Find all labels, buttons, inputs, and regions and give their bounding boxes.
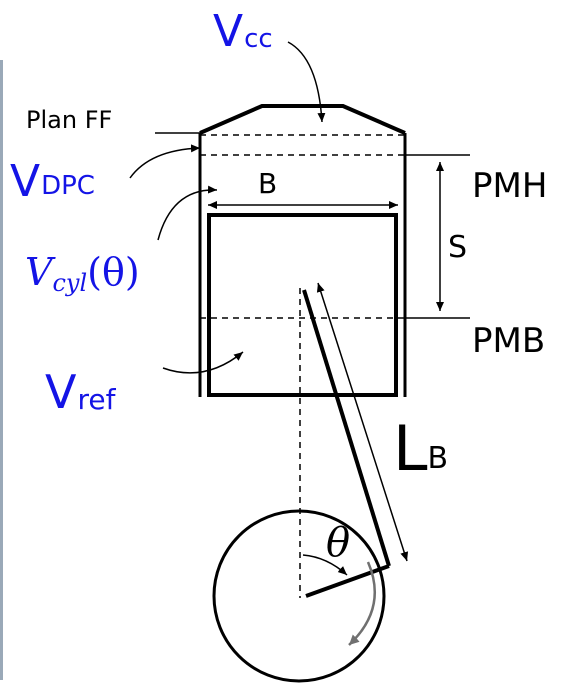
vdpc-label: VDPC (10, 156, 95, 207)
vref-leader-curve (162, 351, 244, 374)
rod-length-label: LB (393, 412, 448, 485)
vcc-leader-curve (287, 41, 326, 123)
rod-length-arrow (316, 282, 409, 562)
vref-label: Vref (45, 365, 117, 419)
piston (207, 213, 398, 397)
vdpc-leader-curve (129, 144, 201, 179)
theta-angle-arc (302, 554, 348, 576)
vcyl-leader-curve (157, 185, 218, 241)
crank-arm (305, 564, 390, 598)
left-edge-strip (0, 60, 3, 680)
vcc-label: Vcc (213, 6, 273, 57)
pmb-label: PMB (472, 321, 545, 361)
vcyl-label: Vcyl(θ) (25, 250, 140, 297)
theta-label: θ (326, 520, 350, 566)
plan-ff-label: Plan FF (26, 106, 112, 134)
stroke-label: S (448, 230, 467, 265)
rotation-direction-arrow (348, 561, 376, 646)
bore-label: B (258, 167, 277, 200)
cylinder-head-outline (199, 104, 406, 135)
crankshaft-circle (212, 509, 386, 683)
pmh-label: PMH (472, 166, 547, 206)
